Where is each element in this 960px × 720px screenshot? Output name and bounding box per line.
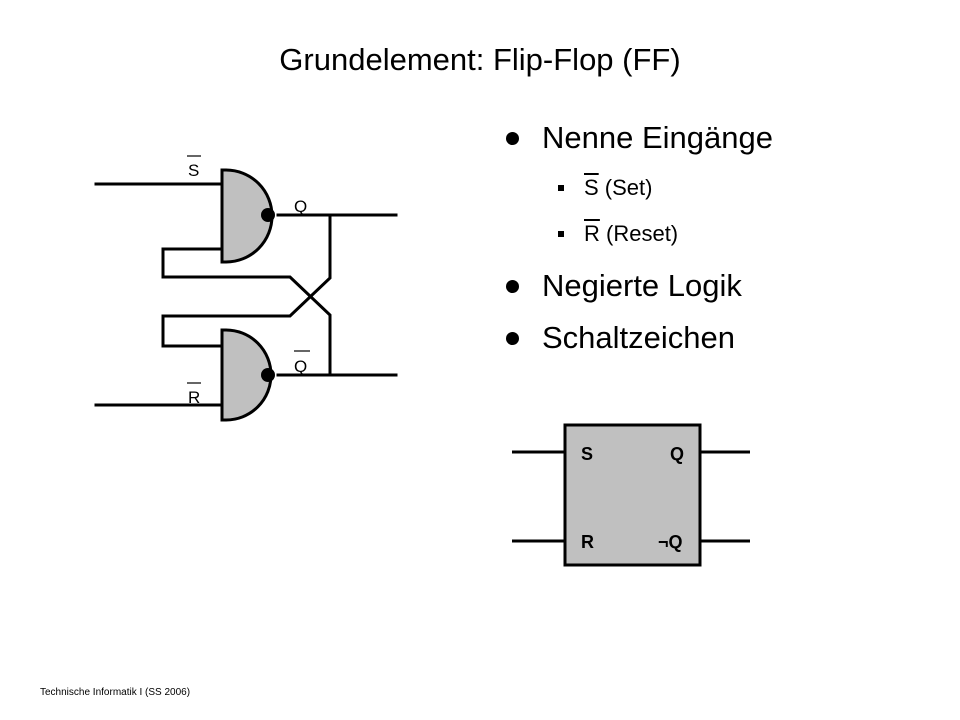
square-bullet-icon	[558, 185, 564, 191]
input-r-label: R	[188, 388, 200, 407]
flip-flop-symbol: S Q R ¬Q	[512, 423, 750, 567]
set-symbol: S	[584, 175, 599, 200]
reset-label: (Reset)	[599, 221, 679, 246]
slide-footer: Technische Informatik I (SS 2006)	[40, 687, 191, 698]
symbol-s-label: S	[581, 444, 593, 464]
nand-latch-circuit	[94, 168, 398, 422]
bullet-negated-logic-text: Negierte Logik	[542, 268, 742, 303]
output-nq-label: Q	[294, 357, 307, 376]
symbol-r-label: R	[581, 532, 594, 552]
bullet-dot-icon	[506, 332, 519, 345]
reset-symbol: R	[584, 221, 600, 246]
bullet-inputs-text: Nenne Eingänge	[542, 120, 773, 155]
set-label: (Set)	[598, 175, 653, 200]
bullet-dot-icon	[506, 280, 519, 293]
symbol-nq-label: ¬Q	[658, 532, 683, 552]
feedback-wire-bottom	[161, 213, 332, 348]
output-q-label: Q	[294, 197, 307, 216]
symbol-box	[563, 423, 702, 567]
symbol-q-label: Q	[670, 444, 684, 464]
slide-title: Grundelement: Flip-Flop (FF)	[279, 42, 681, 77]
input-s-label: S	[188, 161, 199, 180]
feedback-wire-top	[161, 247, 332, 377]
square-bullet-icon	[558, 231, 564, 237]
bullet-dot-icon	[506, 132, 519, 145]
bullet-schematic-symbol-text: Schaltzeichen	[542, 320, 736, 355]
inversion-bubble-top	[261, 208, 275, 222]
inversion-bubble-bottom	[261, 368, 275, 382]
